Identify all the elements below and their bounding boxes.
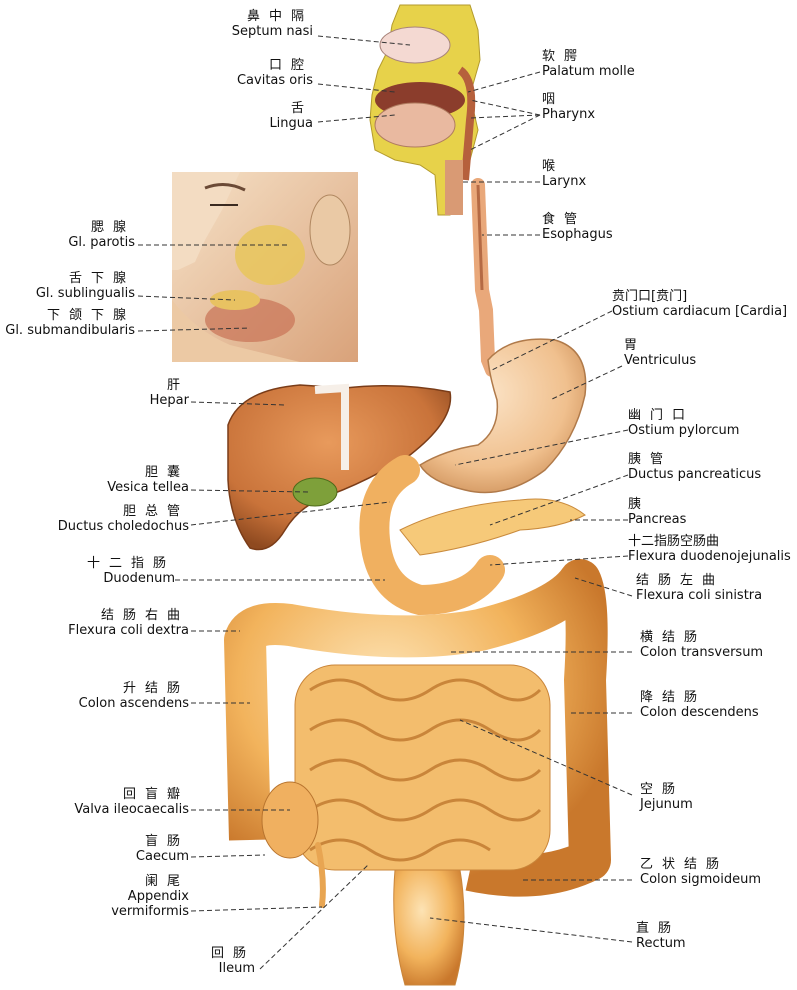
head-section	[369, 4, 481, 216]
label-colon-sigmoideum: 乙状结肠 Colon sigmoideum	[640, 857, 761, 887]
label-valva-ileocaecalis: 回盲瓣 Valva ileocaecalis	[74, 787, 189, 817]
label-caecum: 盲肠 Caecum	[135, 834, 189, 864]
label-flexura-coli-dextra: 结肠右曲 Flexura coli dextra	[68, 608, 189, 638]
label-gl-sublingualis: 舌下腺 Gl. sublingualis	[35, 271, 135, 301]
small-intestine	[294, 664, 551, 871]
label-flexura-duodenojejunalis: 十二指肠空肠曲 Flexura duodenojejunalis	[628, 534, 791, 564]
label-esophagus: 食管 Esophagus	[542, 212, 613, 242]
label-gl-submandibularis: 下颌下腺 Gl. submandibularis	[5, 308, 135, 338]
rectum-shape	[393, 869, 465, 986]
label-duodenum: 十二指肠 Duodenum	[86, 556, 175, 586]
gallbladder	[292, 477, 338, 507]
label-hepar: 肝 Hepar	[149, 378, 189, 408]
label-pharynx: 咽 Pharynx	[542, 92, 596, 122]
face-panel	[172, 172, 358, 362]
pancreas-shape	[399, 498, 586, 556]
label-jejunum: 空肠 Jejunum	[640, 782, 693, 812]
duodenum-loop	[359, 455, 505, 616]
label-appendix: 阑尾 Appendix vermiformis	[111, 874, 189, 919]
label-ostium-cardiacum: 贲门口[贲门] Ostium cardiacum [Cardia]	[612, 289, 788, 319]
large-intestine	[224, 559, 611, 897]
stomach	[418, 338, 587, 494]
label-ostium-pylorcum: 幽门口 Ostium pylorcum	[628, 408, 740, 438]
label-septum-nasi: 鼻中隔 Septum nasi	[231, 9, 313, 39]
label-larynx: 喉 Larynx	[542, 159, 587, 189]
label-gl-parotis: 腮腺 Gl. parotis	[68, 220, 135, 250]
appendix-shape	[315, 842, 326, 908]
label-colon-transversum: 横结肠 Colon transversum	[640, 630, 764, 660]
label-pancreas: 胰 Pancreas	[628, 497, 687, 527]
label-colon-descendens: 降结肠 Colon descendens	[640, 690, 759, 720]
label-colon-ascendens: 升结肠 Colon ascendens	[78, 681, 189, 711]
label-flexura-coli-sinistra: 结肠左曲 Flexura coli sinistra	[636, 573, 763, 603]
label-ileum: 回肠 Ileum	[210, 946, 255, 976]
label-palatum-molle: 软腭 Palatum molle	[542, 49, 635, 79]
label-lingua: 舌 Lingua	[269, 101, 313, 131]
label-rectum: 直肠 Rectum	[636, 921, 686, 951]
leader-lines	[137, 35, 633, 970]
label-ventriculus: 胃 Ventriculus	[624, 338, 697, 368]
label-cavitas-oris: 口腔 Cavitas oris	[236, 58, 313, 88]
label-ductus-pancreaticus: 胰管 Ductus pancreaticus	[628, 452, 762, 482]
label-vesica-tellea: 胆囊 Vesica tellea	[107, 465, 189, 495]
caecum-shape	[261, 781, 319, 859]
label-ductus-choledochus: 胆总管 Ductus choledochus	[57, 504, 189, 534]
